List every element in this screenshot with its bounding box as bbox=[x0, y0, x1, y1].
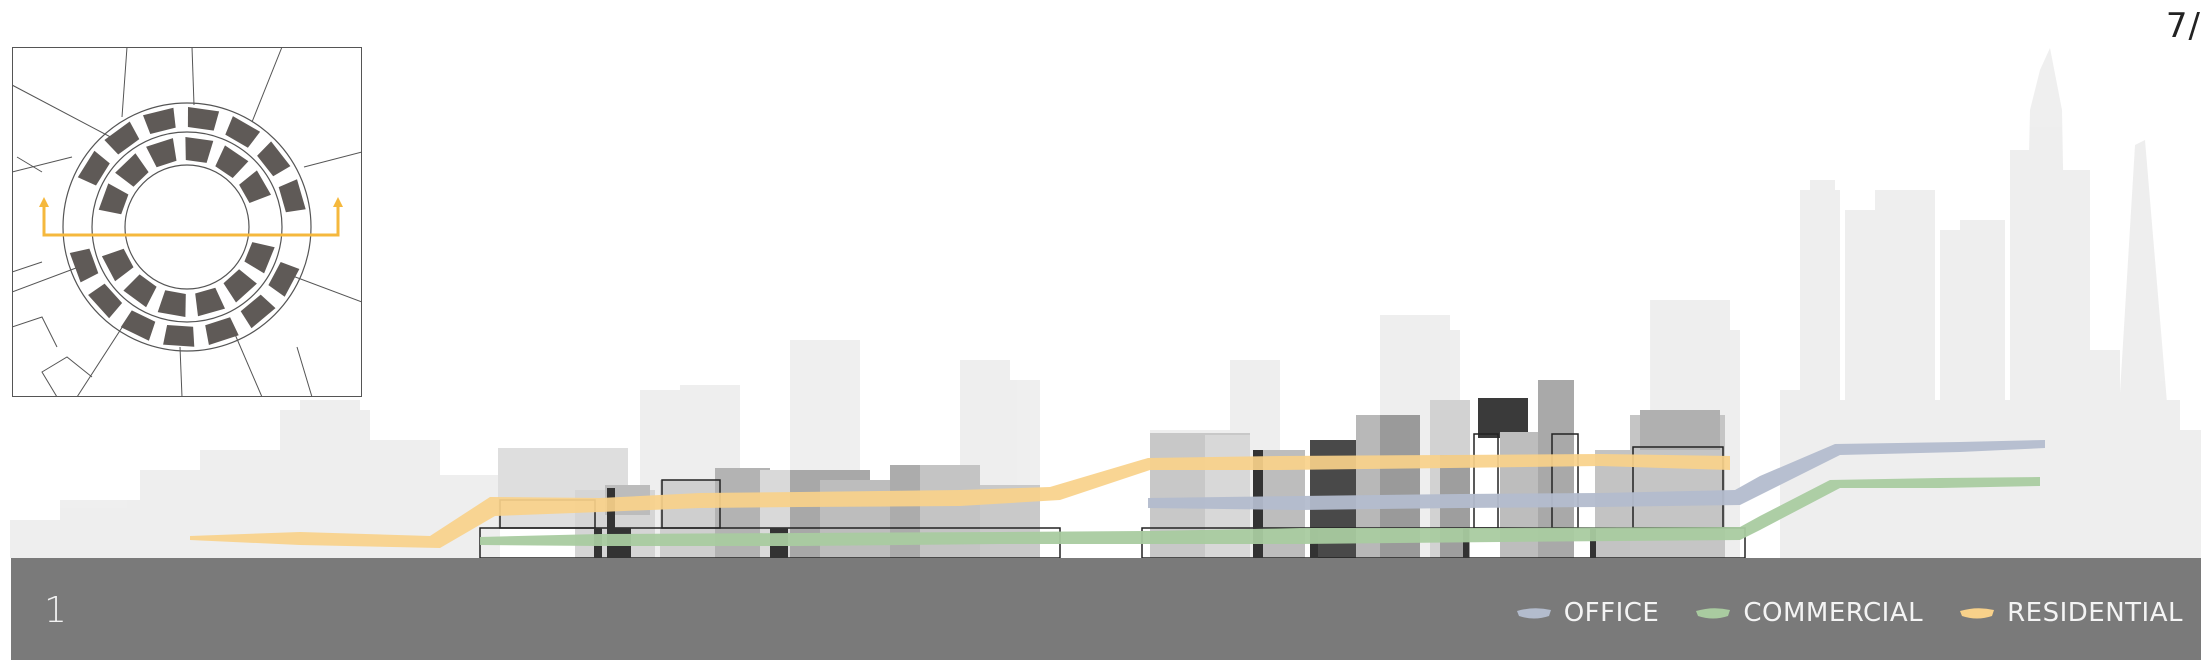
building-footprint bbox=[195, 287, 225, 317]
building-footprint bbox=[115, 153, 149, 187]
section-number: 1 bbox=[44, 590, 67, 631]
building-footprint bbox=[239, 170, 271, 203]
commercial-swatch-icon bbox=[1696, 608, 1731, 619]
legend-item-residential: RESIDENTIAL bbox=[1959, 598, 2183, 628]
building-footprint bbox=[240, 294, 276, 329]
section-arrow-left-icon bbox=[39, 197, 49, 207]
building-footprint bbox=[278, 179, 306, 213]
building-footprint bbox=[215, 145, 249, 178]
building-footprint bbox=[123, 274, 157, 308]
ground-band bbox=[11, 558, 2201, 660]
section-arrow-right-icon bbox=[333, 197, 343, 207]
building-footprint bbox=[143, 107, 176, 134]
section-cut-line bbox=[42, 205, 340, 237]
urban-section-drawing bbox=[10, 48, 2201, 559]
legend-item-commercial: COMMERCIAL bbox=[1695, 598, 1923, 628]
legend-label-commercial: COMMERCIAL bbox=[1743, 598, 1924, 628]
program-ribbons bbox=[190, 440, 2045, 548]
building-footprint bbox=[223, 269, 257, 303]
building-footprint bbox=[104, 121, 140, 155]
building-footprint bbox=[98, 183, 129, 215]
building-footprint bbox=[244, 242, 275, 274]
site-plan-inset bbox=[12, 47, 362, 397]
building-footprint bbox=[157, 290, 186, 317]
page-number: 7/ bbox=[2165, 6, 2201, 46]
building-footprint bbox=[187, 107, 220, 131]
legend-label-residential: RESIDENTIAL bbox=[2007, 598, 2183, 628]
office-ribbon bbox=[1148, 440, 2045, 510]
building-footprint bbox=[257, 141, 291, 177]
office-swatch-icon bbox=[1516, 608, 1551, 619]
building-footprint bbox=[268, 262, 300, 297]
building-footprint bbox=[101, 248, 134, 282]
building-footprint bbox=[77, 150, 110, 186]
building-footprint bbox=[225, 116, 261, 148]
building-footprint bbox=[69, 248, 99, 283]
building-footprint bbox=[88, 283, 123, 319]
building-footprint bbox=[205, 317, 239, 345]
commercial-ribbon bbox=[480, 477, 2040, 546]
building-footprint bbox=[185, 137, 214, 163]
legend-label-office: OFFICE bbox=[1563, 598, 1660, 628]
building-footprint bbox=[146, 138, 177, 168]
residential-ribbon bbox=[190, 454, 1730, 548]
street-lines bbox=[12, 47, 362, 397]
building-footprint bbox=[120, 310, 156, 341]
building-footprint bbox=[163, 325, 195, 347]
legend: OFFICE COMMERCIAL RESIDENTIAL bbox=[1480, 598, 2183, 628]
building-footprints bbox=[69, 107, 306, 347]
legend-item-office: OFFICE bbox=[1516, 598, 1660, 628]
residential-swatch-icon bbox=[1960, 608, 1995, 619]
